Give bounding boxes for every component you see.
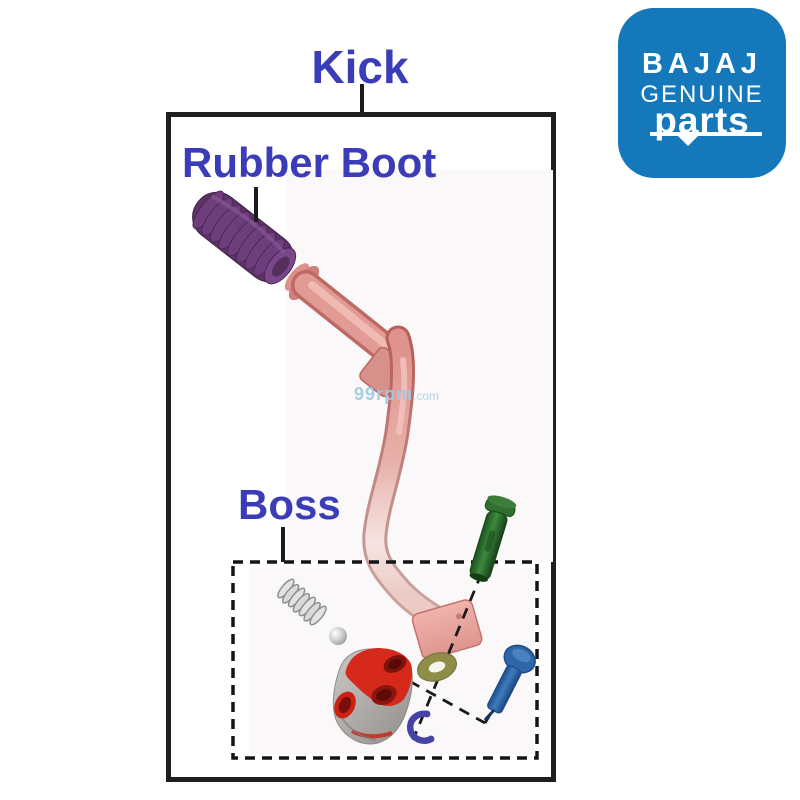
rubber-boot-label: Rubber Boot xyxy=(182,139,437,186)
boss-label: Boss xyxy=(238,481,341,528)
return-spring-part xyxy=(277,578,327,626)
diagram-border-box xyxy=(166,112,556,782)
watermark-suffix: .com xyxy=(413,389,440,403)
bajaj-wordmark: BAJAJ xyxy=(641,48,763,80)
rubber-boot-pointer-line xyxy=(254,187,258,222)
watermark-main: 99rpm xyxy=(354,384,414,404)
kick-label: Kick xyxy=(311,41,409,93)
boss-dashed-box xyxy=(231,560,539,760)
bajaj-underline xyxy=(650,132,762,146)
bajaj-genuine-text: GENUINE xyxy=(640,81,764,108)
boss-casting-part xyxy=(332,648,413,745)
kick-lever-part xyxy=(284,263,483,660)
steel-ball-part xyxy=(329,627,347,645)
boss-pointer-line xyxy=(281,527,285,562)
watermark: 99rpm.com xyxy=(354,385,439,403)
bajaj-genuine-parts-badge: BAJAJ GENUINE parts xyxy=(618,8,786,178)
rubber-boot-part xyxy=(192,190,297,285)
flange-bolt-part xyxy=(484,644,536,721)
washer-part xyxy=(417,652,457,682)
bajaj-triangle-icon xyxy=(678,136,698,146)
dowel-pin-part xyxy=(469,495,517,582)
circlip-part xyxy=(406,710,435,744)
kick-pointer-line xyxy=(360,84,364,112)
